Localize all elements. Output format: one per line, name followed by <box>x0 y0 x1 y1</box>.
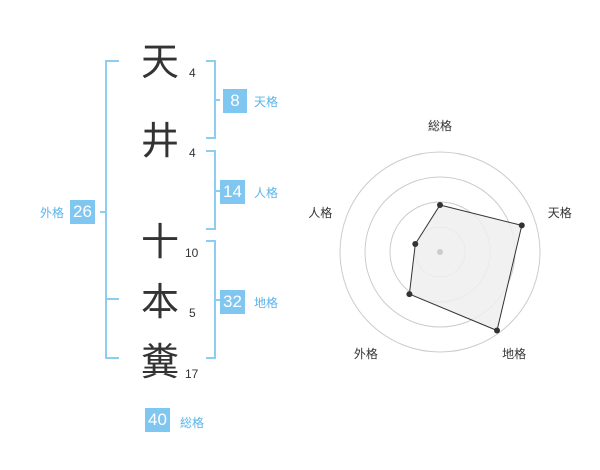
name-char-5: 糞 <box>141 340 180 384</box>
chikaku-label: 地格 <box>254 296 279 310</box>
jinkaku-bracket-tick <box>214 190 220 192</box>
radar-axis-label-2: 天格 <box>548 205 572 220</box>
chikaku-value: 32 <box>220 290 245 314</box>
soukaku-value: 40 <box>145 408 170 432</box>
gaikaku-label: 外格 <box>40 206 65 220</box>
jinkaku-value: 14 <box>220 180 245 204</box>
radar-axis-label-5: 人格 <box>308 205 332 220</box>
radar-axis-label-3: 地格 <box>502 346 526 361</box>
radar-axis-label-1: 総格 <box>428 118 452 133</box>
gaikaku-value: 26 <box>70 200 95 224</box>
name-char-3: 十 <box>141 220 180 264</box>
radar-axis-label-4: 外格 <box>354 346 378 361</box>
radar-data-points <box>406 202 525 334</box>
tenkaku-bracket-tick <box>214 99 220 101</box>
tenkaku-label: 天格 <box>254 95 279 109</box>
radar-point-3 <box>494 327 501 334</box>
gaikaku-bracket <box>105 60 119 359</box>
chikaku-bracket-tick <box>214 299 220 301</box>
radar-point-2 <box>518 222 525 229</box>
stroke-count-4: 5 <box>189 306 196 320</box>
stroke-count-3: 10 <box>185 246 199 260</box>
radar-center-dot <box>437 249 443 255</box>
radar-point-4 <box>406 291 413 298</box>
gaikaku-bracket-tick <box>100 211 106 213</box>
gaikaku-bracket-inner-tick <box>105 298 119 300</box>
soukaku-label: 総格 <box>180 416 205 430</box>
tenkaku-value: 8 <box>223 89 247 113</box>
stroke-count-5: 17 <box>185 367 199 381</box>
name-char-1: 天 <box>141 40 180 84</box>
radar-point-1 <box>437 202 443 208</box>
stroke-count-2: 4 <box>189 146 196 160</box>
radar-point-5 <box>412 240 419 247</box>
stroke-count-1: 4 <box>189 66 196 80</box>
name-char-4: 本 <box>141 280 180 324</box>
name-char-2: 井 <box>141 119 180 163</box>
radar-grid-ring-4 <box>339 151 541 353</box>
jinkaku-label: 人格 <box>254 186 279 200</box>
radar-data-polygon <box>408 204 523 332</box>
